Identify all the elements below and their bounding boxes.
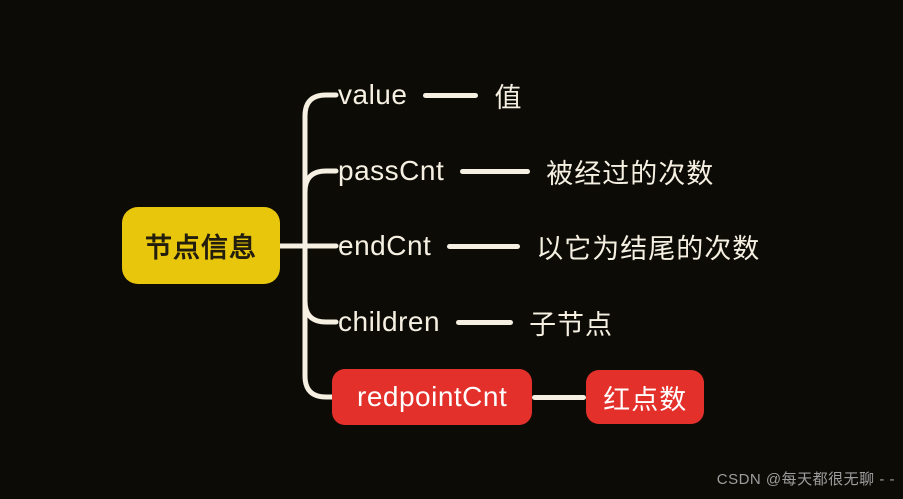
branch-desc: 子节点 [529,309,614,340]
connector-branch-redpointcnt [302,243,337,400]
branch-label: redpointCnt [357,381,508,412]
branch-desc: 以它为结尾的次数 [536,233,761,264]
branch-row-passcnt[interactable]: passCnt 被经过的次数 [338,149,714,193]
branch-link-line [423,92,479,98]
branch-link-line [456,319,514,325]
branch-row-endcnt[interactable]: endCnt 以它为结尾的次数 [338,224,760,268]
branch-row-redpointcnt: redpointCnt 红点数 [332,369,705,425]
branch-desc: 被经过的次数 [546,158,715,189]
root-node-label: 节点信息 [145,233,257,263]
connector-branch-value [302,92,339,249]
branch-link-line [532,394,587,400]
branch-desc: 值 [494,82,523,113]
root-node[interactable]: 节点信息 [122,207,280,284]
branch-desc: 红点数 [603,384,688,415]
branch-label: value [338,79,408,110]
redpointcnt-node[interactable]: redpointCnt [332,369,533,425]
connector-branch-passcnt [302,168,339,249]
connector-branch-children [302,243,339,325]
branch-label: children [338,306,441,337]
branch-label: passCnt [338,155,445,186]
branch-row-value[interactable]: value 值 [338,73,522,117]
watermark: CSDN @每天都很无聊 - - [716,471,895,488]
branch-row-children[interactable]: children 子节点 [338,300,613,344]
redpointcnt-desc-node[interactable]: 红点数 [586,370,705,424]
branch-label: endCnt [338,230,432,261]
branch-link-line [447,243,521,249]
branch-link-line [460,168,531,174]
